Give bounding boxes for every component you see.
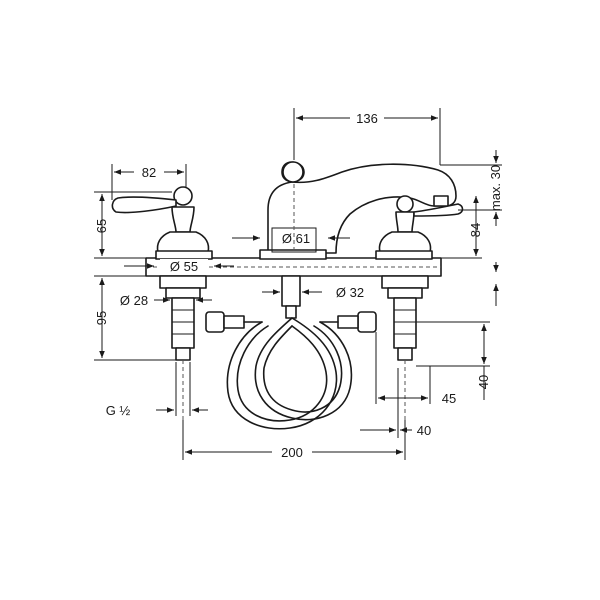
dim-label-thread: G ½ (106, 403, 131, 418)
dim-connection-vertical: 40 (416, 321, 491, 400)
dim-label-dia-32: Ø 32 (336, 285, 364, 300)
dim-connection-45: 45 (375, 332, 456, 406)
right-handle (375, 195, 464, 260)
dim-max-30: max. 30 (440, 150, 503, 226)
dim-label-200: 200 (281, 445, 303, 460)
dim-below-deck: 95 (94, 275, 176, 361)
dim-handle-height: 65 (94, 191, 172, 259)
dim-center-distance: 200 (182, 420, 406, 460)
dim-dia-61: Ø 61 (232, 231, 350, 246)
dim-label-dia-55: Ø 55 (170, 259, 198, 274)
spout (259, 161, 457, 260)
dim-connection-40-horizontal: 40 (360, 368, 431, 438)
dim-dia-32: Ø 32 (262, 285, 364, 300)
dim-dia-55: Ø 55 (124, 259, 234, 274)
dim-handle-length: 82 (111, 164, 187, 200)
dim-label-45: 45 (442, 391, 456, 406)
dim-label-82: 82 (142, 165, 156, 180)
dim-label-40-vertical: 40 (476, 375, 491, 389)
dim-label-max-30: max. 30 (488, 165, 503, 211)
left-handle (111, 186, 213, 260)
dim-label-dia-28: Ø 28 (120, 293, 148, 308)
centerlines (182, 360, 406, 420)
dim-dia-28: Ø 28 (120, 293, 212, 308)
left-valve-body (159, 275, 207, 361)
dim-spout-reach: 136 (293, 108, 441, 165)
dim-label-136: 136 (356, 111, 378, 126)
dim-label-95: 95 (94, 311, 109, 325)
dim-label-dia-61: Ø 61 (282, 231, 310, 246)
dim-thread: G ½ (106, 362, 208, 418)
dim-label-40-horizontal: 40 (417, 423, 431, 438)
right-connector (319, 311, 377, 333)
dim-label-84: 84 (468, 223, 483, 237)
right-valve-body (381, 275, 429, 361)
flexible-hose-loop (226, 317, 353, 430)
left-connector (205, 311, 263, 333)
spout-shank (281, 275, 301, 319)
dim-spout-height: 84 (441, 196, 483, 259)
dim-label-65: 65 (94, 219, 109, 233)
